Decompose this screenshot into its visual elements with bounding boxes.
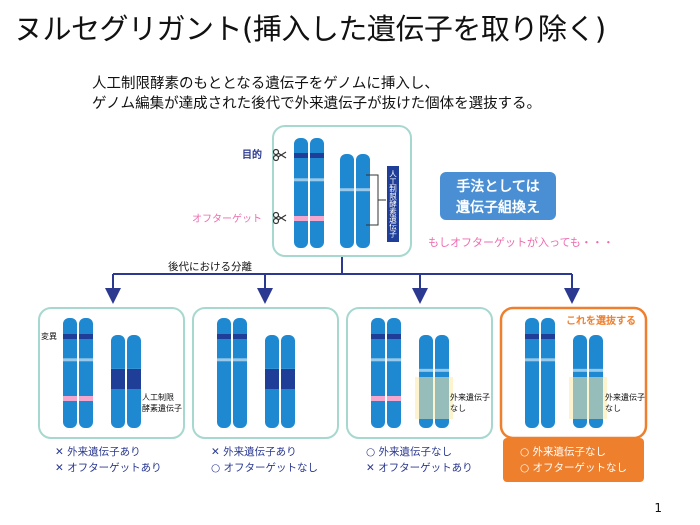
method-box: [440, 172, 556, 220]
page-title: ヌルセグリガント(挿入した遺伝子を取り除く): [14, 12, 606, 46]
offspring-chromosome: [79, 318, 93, 428]
absent-label-4-line-2: なし: [605, 404, 621, 413]
description-line-2: ゲノム編集が達成された後代で外来遺伝子が抜けた個体を選抜する。: [92, 96, 542, 112]
absent-label-3-line-1: 外来遺伝子: [450, 392, 490, 402]
offspring-chromosome: [233, 318, 247, 428]
absent-gene-highlight: [415, 377, 453, 419]
mutation-label: 変異: [41, 331, 57, 341]
offspring-chromosome: [127, 335, 141, 428]
offtarget-label: オフターゲット: [192, 213, 262, 225]
parent-chromosome: [294, 138, 308, 248]
insert-label-box: [387, 166, 399, 242]
offspring-chromosome: [387, 318, 401, 428]
result-4-line-2: ○ オフターゲットなし: [520, 462, 627, 474]
insert-label-line-2: 酵素遺伝子: [142, 403, 182, 413]
select-label: これを選抜する: [566, 314, 636, 327]
page-number: 1: [654, 501, 662, 515]
parent-chromosome: [340, 154, 354, 248]
result-3-line-1: ○ 外来遺伝子なし: [366, 445, 452, 458]
segregation-label: 後代における分離: [168, 260, 252, 273]
result-4-line-1: ○ 外来遺伝子なし: [520, 445, 606, 458]
insert-label: 人工制限酵素遺伝子: [388, 170, 397, 238]
scissors-icon: [272, 211, 287, 225]
parent-chromosome: [356, 154, 370, 248]
segregation-arrows: [105, 257, 580, 304]
offspring-chromosome: [541, 318, 555, 428]
selected-result-box: [503, 438, 644, 482]
result-1-line-2: ✕ オフターゲットあり: [55, 462, 162, 474]
offspring-chromosome: [217, 318, 231, 428]
target-label: 目的: [242, 148, 262, 161]
method-box-line-2: 遺伝子組換え: [456, 199, 540, 216]
offspring-chromosome: [281, 335, 295, 428]
insert-bracket: [366, 174, 386, 226]
offtarget-note: もしオフターゲットが入っても・・・: [428, 235, 614, 249]
offspring-chromosome: [63, 318, 77, 428]
absent-gene-highlight: [569, 377, 607, 419]
result-1-line-1: ✕ 外来遺伝子あり: [55, 445, 141, 458]
description-line-1: 人工制限酵素のもととなる遺伝子をゲノムに挿入し、: [92, 76, 439, 92]
method-box-line-1: 手法としては: [456, 178, 539, 195]
result-2-line-1: ✕ 外来遺伝子あり: [211, 445, 297, 458]
offspring-chromosome: [265, 335, 279, 428]
scissors-icon: [272, 148, 287, 162]
absent-label-4-line-1: 外来遺伝子: [605, 392, 645, 402]
parent-chromosome: [310, 138, 324, 248]
offspring-chromosome: [111, 335, 125, 428]
offspring-chromosome: [371, 318, 385, 428]
result-3-line-2: ✕ オフターゲットあり: [366, 462, 473, 474]
offspring-chromosomes: [63, 318, 607, 428]
insert-label-line-1: 人工制限: [142, 392, 174, 402]
result-2-line-2: ○ オフターゲットなし: [211, 462, 318, 474]
offspring-chromosome: [525, 318, 539, 428]
absent-label-3-line-2: なし: [450, 404, 466, 413]
